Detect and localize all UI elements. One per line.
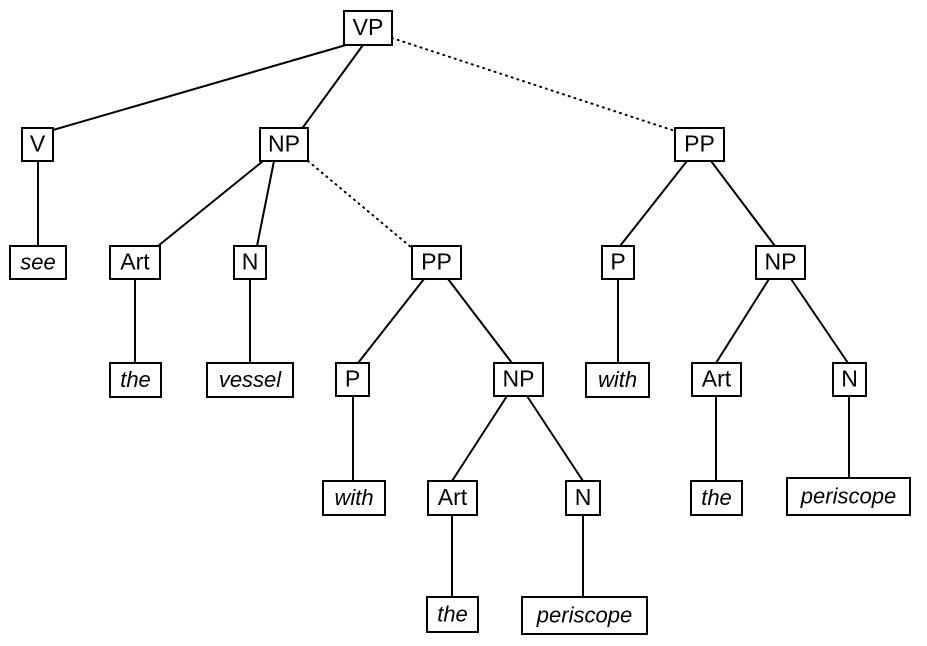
category-node-n1: N (233, 245, 267, 280)
tree-edge-vp-to-np1 (300, 44, 364, 131)
node-label-the_r: the (701, 485, 732, 510)
category-node-art_right: Art (691, 362, 742, 397)
leaf-node-see: see (9, 245, 67, 280)
node-box-pp_mid (411, 245, 462, 280)
node-label-n1: N (242, 249, 259, 275)
node-label-with_m: with (334, 485, 373, 510)
node-label-the1: the (120, 367, 151, 392)
node-box-np_right (755, 245, 806, 280)
category-node-vp: VP (343, 10, 393, 46)
node-label-art_mid: Art (438, 484, 468, 510)
node-label-art1: Art (120, 249, 150, 275)
node-box-vessel (206, 362, 294, 398)
node-label-np_right: NP (765, 249, 797, 275)
tree-edge-np_mid-to-n_mid (526, 395, 584, 482)
category-node-v: V (21, 127, 54, 162)
node-box-pp_right (674, 127, 725, 162)
node-box-p_right (601, 245, 635, 280)
tree-edge-np_right-to-art_right (715, 278, 770, 364)
category-node-n_right: N (832, 362, 867, 397)
tree-edge-pp_right-to-np_right (710, 160, 776, 247)
node-label-vessel: vessel (219, 367, 282, 392)
node-box-with_r (585, 362, 650, 398)
category-node-p_mid: P (335, 362, 370, 397)
tree-edge-vp-to-v (52, 44, 347, 131)
tree-edge-np_mid-to-art_mid (451, 395, 508, 482)
category-node-art_mid: Art (427, 480, 478, 516)
node-box-n_mid (565, 480, 601, 516)
node-label-np_mid: NP (503, 366, 535, 392)
category-node-art1: Art (109, 245, 161, 280)
tree-edge-pp_right-to-p_right (619, 160, 688, 247)
node-box-np1 (259, 127, 309, 162)
leaf-node-vessel: vessel (206, 362, 294, 398)
leaf-node-the1: the (109, 362, 162, 398)
tree-edge-np1-to-art1 (157, 160, 264, 247)
node-box-the_r (690, 480, 743, 516)
node-box-with_m (322, 480, 386, 516)
node-box-vp (343, 10, 393, 46)
leaf-node-peri_m: periscope (521, 596, 648, 635)
node-label-peri_m: periscope (536, 602, 632, 627)
node-box-peri_m (521, 596, 648, 635)
node-label-p_right: P (610, 249, 625, 275)
node-label-np1: NP (268, 131, 300, 157)
leaf-node-the_r: the (690, 480, 743, 516)
node-label-with_r: with (598, 367, 637, 392)
node-box-p_mid (335, 362, 370, 397)
node-label-pp_mid: PP (421, 249, 452, 275)
category-node-np_mid: NP (493, 362, 544, 397)
tree-edge-vp-to-pp_right (391, 37, 676, 132)
leaf-node-the_m: the (426, 596, 479, 633)
leaf-node-with_m: with (322, 480, 386, 516)
edge-layer (37, 37, 850, 597)
tree-edge-np1-to-n1 (256, 160, 275, 247)
category-node-pp_right: PP (674, 127, 725, 162)
node-box-art_mid (427, 480, 478, 516)
category-node-pp_mid: PP (411, 245, 462, 280)
node-box-the_m (426, 596, 479, 633)
node-label-the_m: the (437, 601, 468, 626)
node-box-peri_r (786, 477, 911, 516)
node-box-n_right (832, 362, 867, 397)
leaf-node-peri_r: periscope (786, 477, 911, 516)
node-label-p_mid: P (345, 366, 360, 392)
node-box-art1 (109, 245, 161, 280)
node-box-art_right (691, 362, 742, 397)
category-node-p_right: P (601, 245, 635, 280)
node-label-n_right: N (841, 366, 858, 392)
node-label-vp: VP (353, 14, 384, 40)
node-label-see: see (20, 249, 55, 274)
tree-edge-np1-to-pp_mid (307, 160, 413, 249)
node-label-v: V (30, 131, 46, 157)
tree-edge-pp_mid-to-np_mid (447, 278, 513, 364)
node-box-np_mid (493, 362, 544, 397)
node-box-n1 (233, 245, 267, 280)
node-box-the1 (109, 362, 162, 398)
tree-edge-np_right-to-n_right (790, 278, 849, 364)
node-label-n_mid: N (575, 484, 592, 510)
node-label-art_right: Art (702, 366, 732, 392)
node-box-see (9, 245, 67, 280)
category-node-np1: NP (259, 127, 309, 162)
leaf-node-with_r: with (585, 362, 650, 398)
node-box-v (21, 127, 54, 162)
node-label-pp_right: PP (684, 131, 715, 157)
tree-edge-pp_mid-to-p_mid (357, 278, 425, 364)
category-node-n_mid: N (565, 480, 601, 516)
node-label-peri_r: periscope (800, 483, 896, 508)
category-node-np_right: NP (755, 245, 806, 280)
